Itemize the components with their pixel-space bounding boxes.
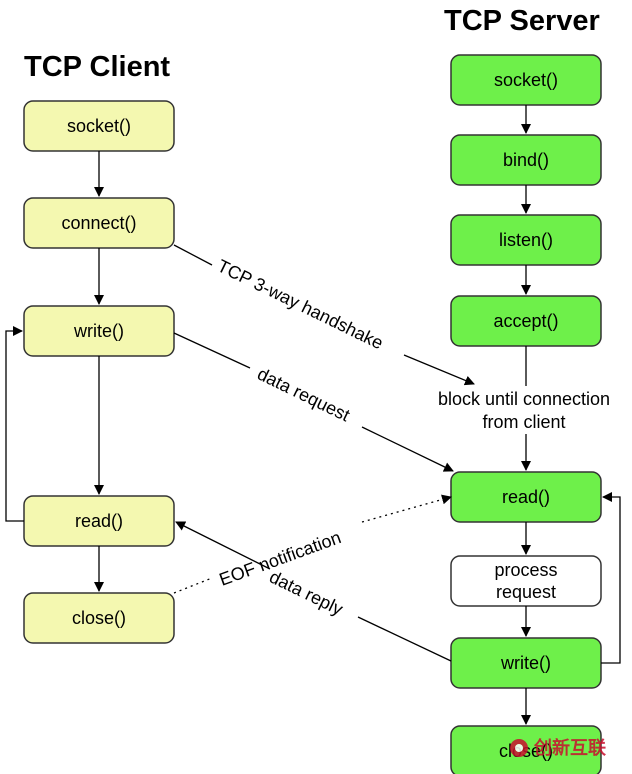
client-close-label: close() [72, 608, 126, 628]
server-title: TCP Server [444, 5, 600, 37]
server-write-label: write() [500, 653, 551, 673]
server-bind-label: bind() [503, 150, 549, 170]
server-accept-node: accept() [450, 295, 602, 347]
server-read-node: read() [450, 471, 602, 523]
server-socket-node: socket() [450, 54, 602, 106]
server-write-node: write() [450, 637, 602, 689]
client-write-label: write() [73, 321, 124, 341]
server-process-node: process request [450, 555, 602, 607]
arrow-data-request-b [361, 426, 454, 472]
data-reply-label: data reply [266, 567, 346, 620]
arrow-eof-a [173, 577, 213, 594]
arrow-server-loop [601, 492, 621, 664]
server-socket-label: socket() [494, 70, 558, 90]
server-bind-node: bind() [450, 134, 602, 186]
watermark-logo: 创新互联 [510, 737, 606, 759]
client-socket-node: socket() [23, 100, 175, 152]
server-process-label-line1: process [494, 560, 557, 580]
block-text-line2: from client [482, 412, 565, 432]
block-text-line1: block until connection [438, 389, 610, 409]
arrow-handshake-b [403, 354, 475, 386]
arrow-data-reply-b [175, 521, 271, 570]
client-write-node: write() [23, 305, 175, 357]
data-request-label: data request [254, 364, 353, 426]
client-close-node: close() [23, 592, 175, 644]
arrow-data-reply-a [357, 616, 452, 662]
arrow-handshake-a [173, 244, 213, 266]
arrow-client-loop [5, 326, 24, 522]
client-connect-node: connect() [23, 197, 175, 249]
client-read-label: read() [75, 511, 123, 531]
arrow-eof-b [361, 494, 452, 523]
handshake-label: TCP 3-way handshake [214, 256, 386, 354]
client-connect-label: connect() [61, 213, 136, 233]
client-title: TCP Client [24, 51, 170, 83]
server-accept-label: accept() [493, 311, 558, 331]
client-read-node: read() [23, 495, 175, 547]
client-socket-label: socket() [67, 116, 131, 136]
server-process-label-line2: request [496, 582, 556, 602]
watermark-text: 创新互联 [533, 737, 606, 759]
arrow-data-request-a [173, 332, 251, 369]
server-read-label: read() [502, 487, 550, 507]
server-listen-node: listen() [450, 214, 602, 266]
server-listen-label: listen() [499, 230, 553, 250]
